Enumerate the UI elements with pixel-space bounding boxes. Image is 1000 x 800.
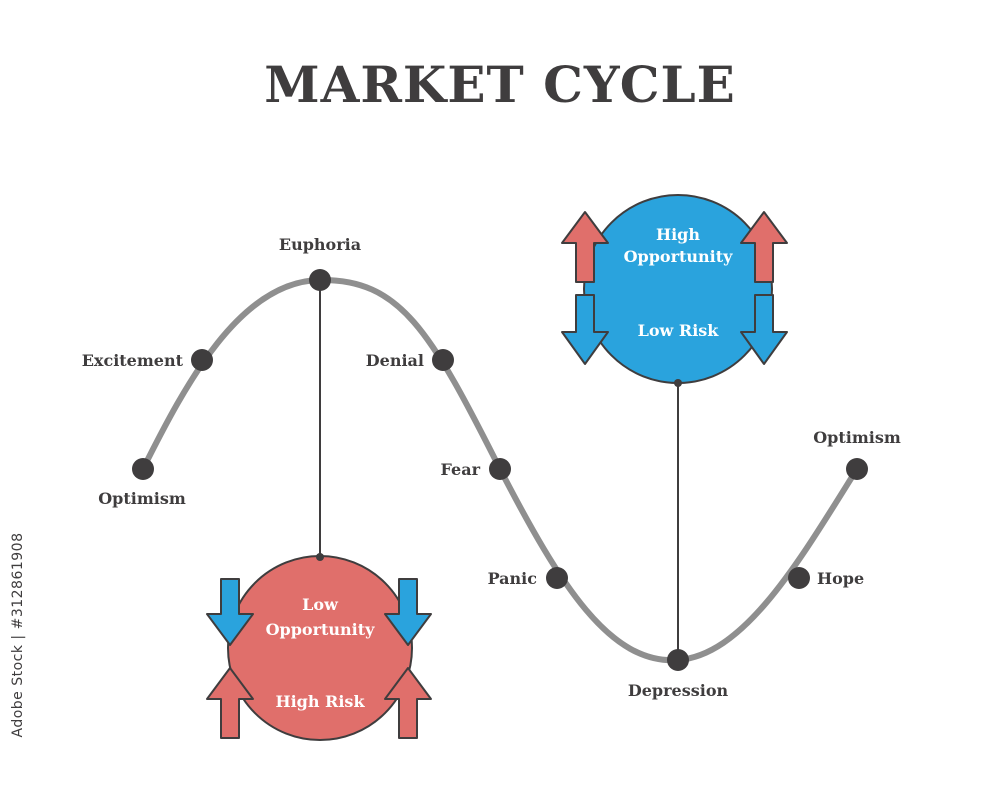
high-risk-line2: Opportunity [266,620,376,639]
low-risk-line3: Low Risk [638,321,720,340]
up-arrow-icon [206,667,254,739]
down-arrow-icon [206,578,254,646]
stage-label-optimism-end: Optimism [813,428,901,447]
stage-point-euphoria [309,269,331,291]
connector-end-dot [316,553,324,561]
stock-watermark: Adobe Stock | #312861908 [10,533,26,738]
up-arrow-icon [561,211,609,283]
stage-label-euphoria: Euphoria [279,235,361,254]
stage-label-hope: Hope [817,569,864,588]
stage-point-excitement [191,349,213,371]
stage-label-fear: Fear [441,460,481,479]
stage-point-depression [667,649,689,671]
stage-point-optimism-end [846,458,868,480]
low-risk-zone: High Opportunity Low Risk [561,194,788,384]
low-risk-line1: High [656,225,700,244]
stage-point-fear [489,458,511,480]
stage-label-depression: Depression [628,681,729,700]
up-arrow-icon [740,211,788,283]
high-risk-line3: High Risk [275,692,365,711]
high-risk-line1: Low [302,595,339,614]
low-risk-line2: Opportunity [624,247,734,266]
stage-label-denial: Denial [366,351,424,370]
up-arrow-icon [384,667,432,739]
stage-point-optimism-start [132,458,154,480]
connector-end-dot [674,379,682,387]
low-risk-circle [583,194,773,384]
stage-point-hope [788,567,810,589]
stage-label-panic: Panic [488,569,538,588]
down-arrow-icon [384,578,432,646]
down-arrow-icon [561,294,609,365]
high-risk-zone: Low Opportunity High Risk [206,555,432,741]
high-risk-circle [227,555,413,741]
stage-point-panic [546,567,568,589]
page-title: MARKET CYCLE [264,55,736,114]
stage-label-excitement: Excitement [82,351,184,370]
stage-label-optimism-start: Optimism [98,489,186,508]
stage-point-denial [432,349,454,371]
down-arrow-icon [740,294,788,365]
